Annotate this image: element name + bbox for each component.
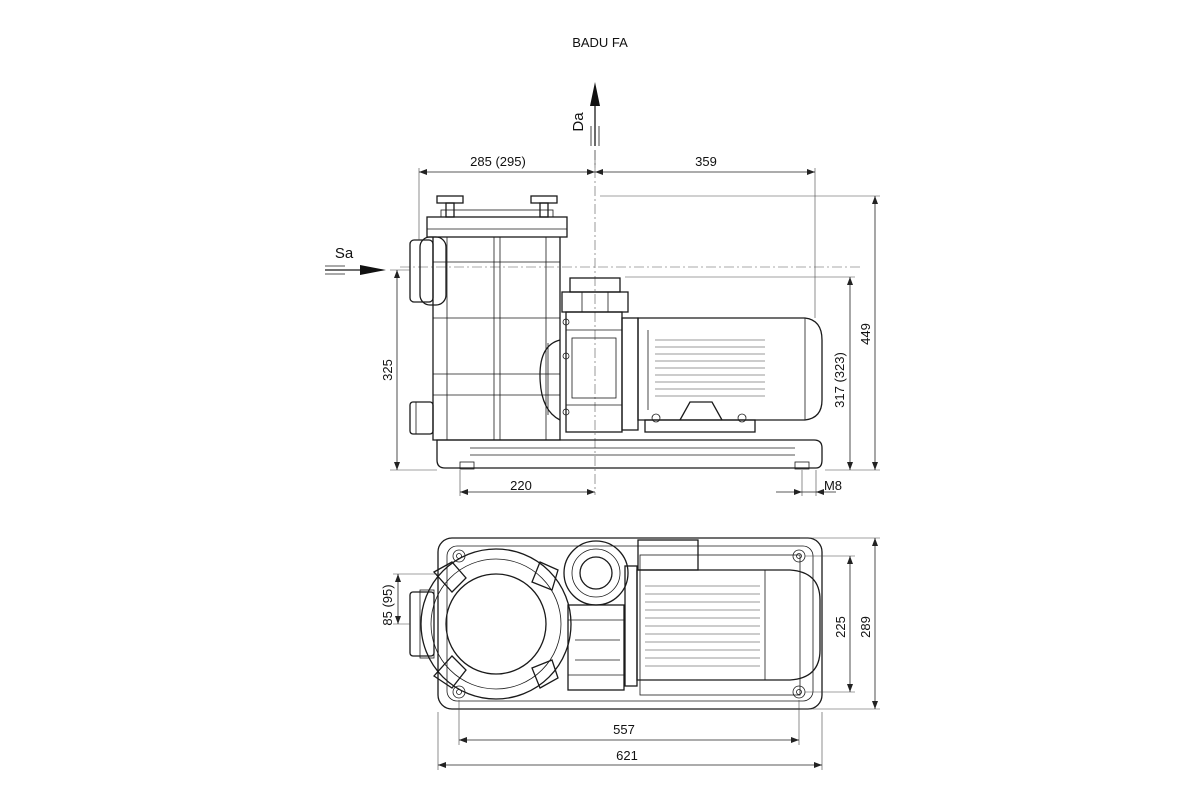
discharge-label: Da (570, 112, 587, 132)
suction-label: Sa (335, 245, 354, 262)
motor-fins-side (655, 339, 765, 397)
motor-fins-top (645, 585, 760, 667)
suction-arrow (325, 265, 386, 275)
dim-359: 359 (695, 154, 717, 169)
side-dimensions (390, 150, 880, 496)
drawing-title: BADU FA (572, 35, 628, 50)
top-view (409, 537, 823, 710)
dim-225: 225 (833, 616, 848, 638)
discharge-arrow (590, 82, 600, 146)
dim-85: 85 (95) (380, 584, 395, 625)
side-view (400, 150, 860, 495)
dim-m8: M8 (824, 478, 842, 493)
dim-621: 621 (616, 748, 638, 763)
dim-289: 289 (858, 616, 873, 638)
dim-220: 220 (510, 478, 532, 493)
dim-557: 557 (613, 722, 635, 737)
dim-317: 317 (323) (832, 352, 847, 408)
dim-285: 285 (295) (470, 154, 526, 169)
top-dimensions (393, 537, 880, 770)
dim-449: 449 (858, 323, 873, 345)
dim-325: 325 (380, 359, 395, 381)
